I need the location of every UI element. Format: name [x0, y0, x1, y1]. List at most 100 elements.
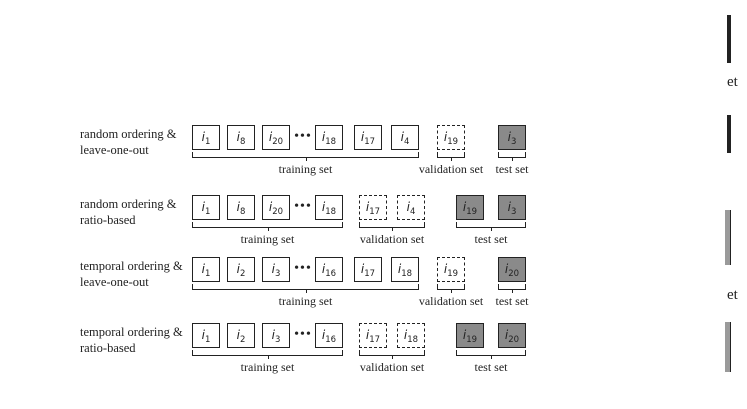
- item-subscript: 8: [239, 207, 246, 217]
- item-box: i1: [192, 257, 220, 282]
- bracket-tick: [305, 289, 307, 293]
- item-box: i18: [315, 195, 343, 220]
- item-letter: i: [271, 262, 275, 276]
- row-label-line: ratio-based: [80, 213, 136, 227]
- item-letter: i: [406, 200, 410, 214]
- item-box: i1: [192, 195, 220, 220]
- item-box: i17: [354, 257, 382, 282]
- bracket-tick: [451, 289, 453, 293]
- bracket-tick: [267, 227, 269, 231]
- item-subscript: 20: [272, 207, 284, 217]
- item-box: i8: [227, 125, 255, 150]
- item-box: i18: [391, 257, 419, 282]
- item-letter: i: [365, 328, 370, 342]
- item-subscript: 3: [510, 137, 517, 147]
- item-box: i3: [498, 125, 526, 150]
- item-letter: i: [504, 262, 509, 276]
- item-box: i19: [456, 323, 484, 348]
- item-subscript: 19: [466, 335, 478, 345]
- set-label: validation set: [418, 294, 484, 308]
- item-letter: i: [268, 200, 273, 214]
- set-bracket: [359, 350, 425, 359]
- item-letter: i: [201, 328, 205, 342]
- item-subscript: 1: [204, 335, 211, 345]
- cropped-edge-text: et: [727, 74, 738, 90]
- item-letter: i: [236, 200, 240, 214]
- item-box: i17: [354, 125, 382, 150]
- item-subscript: 20: [508, 335, 520, 345]
- bracket-tick: [392, 355, 394, 359]
- set-bracket: [498, 152, 526, 161]
- row-label-line: leave-one-out: [80, 275, 149, 289]
- item-letter: i: [360, 130, 365, 144]
- item-subscript: 3: [510, 207, 517, 217]
- item-subscript: 18: [401, 269, 413, 279]
- cropped-edge-mark: [725, 210, 731, 265]
- item-subscript: 16: [325, 269, 337, 279]
- item-subscript: 17: [369, 207, 381, 217]
- row-label-line: temporal ordering &: [80, 259, 183, 273]
- item-letter: i: [400, 130, 404, 144]
- item-letter: i: [507, 130, 511, 144]
- item-letter: i: [397, 262, 402, 276]
- item-letter: i: [268, 130, 273, 144]
- item-subscript: 1: [204, 207, 211, 217]
- ellipsis: •••: [294, 327, 312, 342]
- row-label-line: ratio-based: [80, 341, 136, 355]
- item-letter: i: [271, 328, 275, 342]
- item-subscript: 3: [274, 269, 281, 279]
- item-letter: i: [236, 262, 240, 276]
- item-box: i18: [315, 125, 343, 150]
- cropped-edge-mark: [725, 322, 731, 372]
- item-subscript: 1: [204, 137, 211, 147]
- item-subscript: 17: [364, 269, 376, 279]
- cropped-edge-mark: [727, 115, 731, 153]
- row-label: random ordering &ratio-based: [80, 196, 177, 228]
- set-label: validation set: [359, 360, 425, 374]
- item-subscript: 17: [369, 335, 381, 345]
- row-label-line: random ordering &: [80, 127, 177, 141]
- item-box: i3: [262, 257, 290, 282]
- set-label: training set: [278, 162, 333, 176]
- item-letter: i: [201, 262, 205, 276]
- set-label: test set: [495, 162, 529, 176]
- bracket-tick: [491, 227, 493, 231]
- set-bracket: [192, 152, 419, 161]
- item-box: i3: [498, 195, 526, 220]
- set-bracket: [437, 152, 465, 161]
- item-box: i18: [397, 323, 425, 348]
- item-letter: i: [443, 130, 448, 144]
- item-letter: i: [403, 328, 408, 342]
- item-letter: i: [462, 200, 467, 214]
- item-subscript: 19: [447, 137, 459, 147]
- row-label: random ordering & leave-one-out: [80, 126, 177, 158]
- set-label: training set: [240, 232, 295, 246]
- bracket-tick: [267, 355, 269, 359]
- set-label: training set: [278, 294, 333, 308]
- item-subscript: 17: [364, 137, 376, 147]
- item-box: i17: [359, 195, 387, 220]
- bracket-tick: [305, 157, 307, 161]
- item-subscript: 16: [325, 335, 337, 345]
- cropped-edge-text: et: [727, 287, 738, 303]
- item-subscript: 8: [239, 137, 246, 147]
- set-bracket: [359, 222, 425, 231]
- item-subscript: 2: [239, 335, 246, 345]
- row-label: temporal ordering & ratio-based: [80, 324, 183, 356]
- set-bracket: [192, 222, 343, 231]
- item-box: i8: [227, 195, 255, 220]
- row-label-line: leave-one-out: [80, 143, 149, 157]
- set-bracket: [498, 284, 526, 293]
- item-box: i1: [192, 125, 220, 150]
- set-label: test set: [474, 232, 508, 246]
- item-letter: i: [360, 262, 365, 276]
- row-label-line: temporal ordering &: [80, 325, 183, 339]
- set-label: validation set: [418, 162, 484, 176]
- item-box: i19: [456, 195, 484, 220]
- set-label: test set: [474, 360, 508, 374]
- item-letter: i: [321, 262, 326, 276]
- item-letter: i: [201, 130, 205, 144]
- item-subscript: 18: [325, 137, 337, 147]
- cropped-edge-mark: [727, 15, 731, 63]
